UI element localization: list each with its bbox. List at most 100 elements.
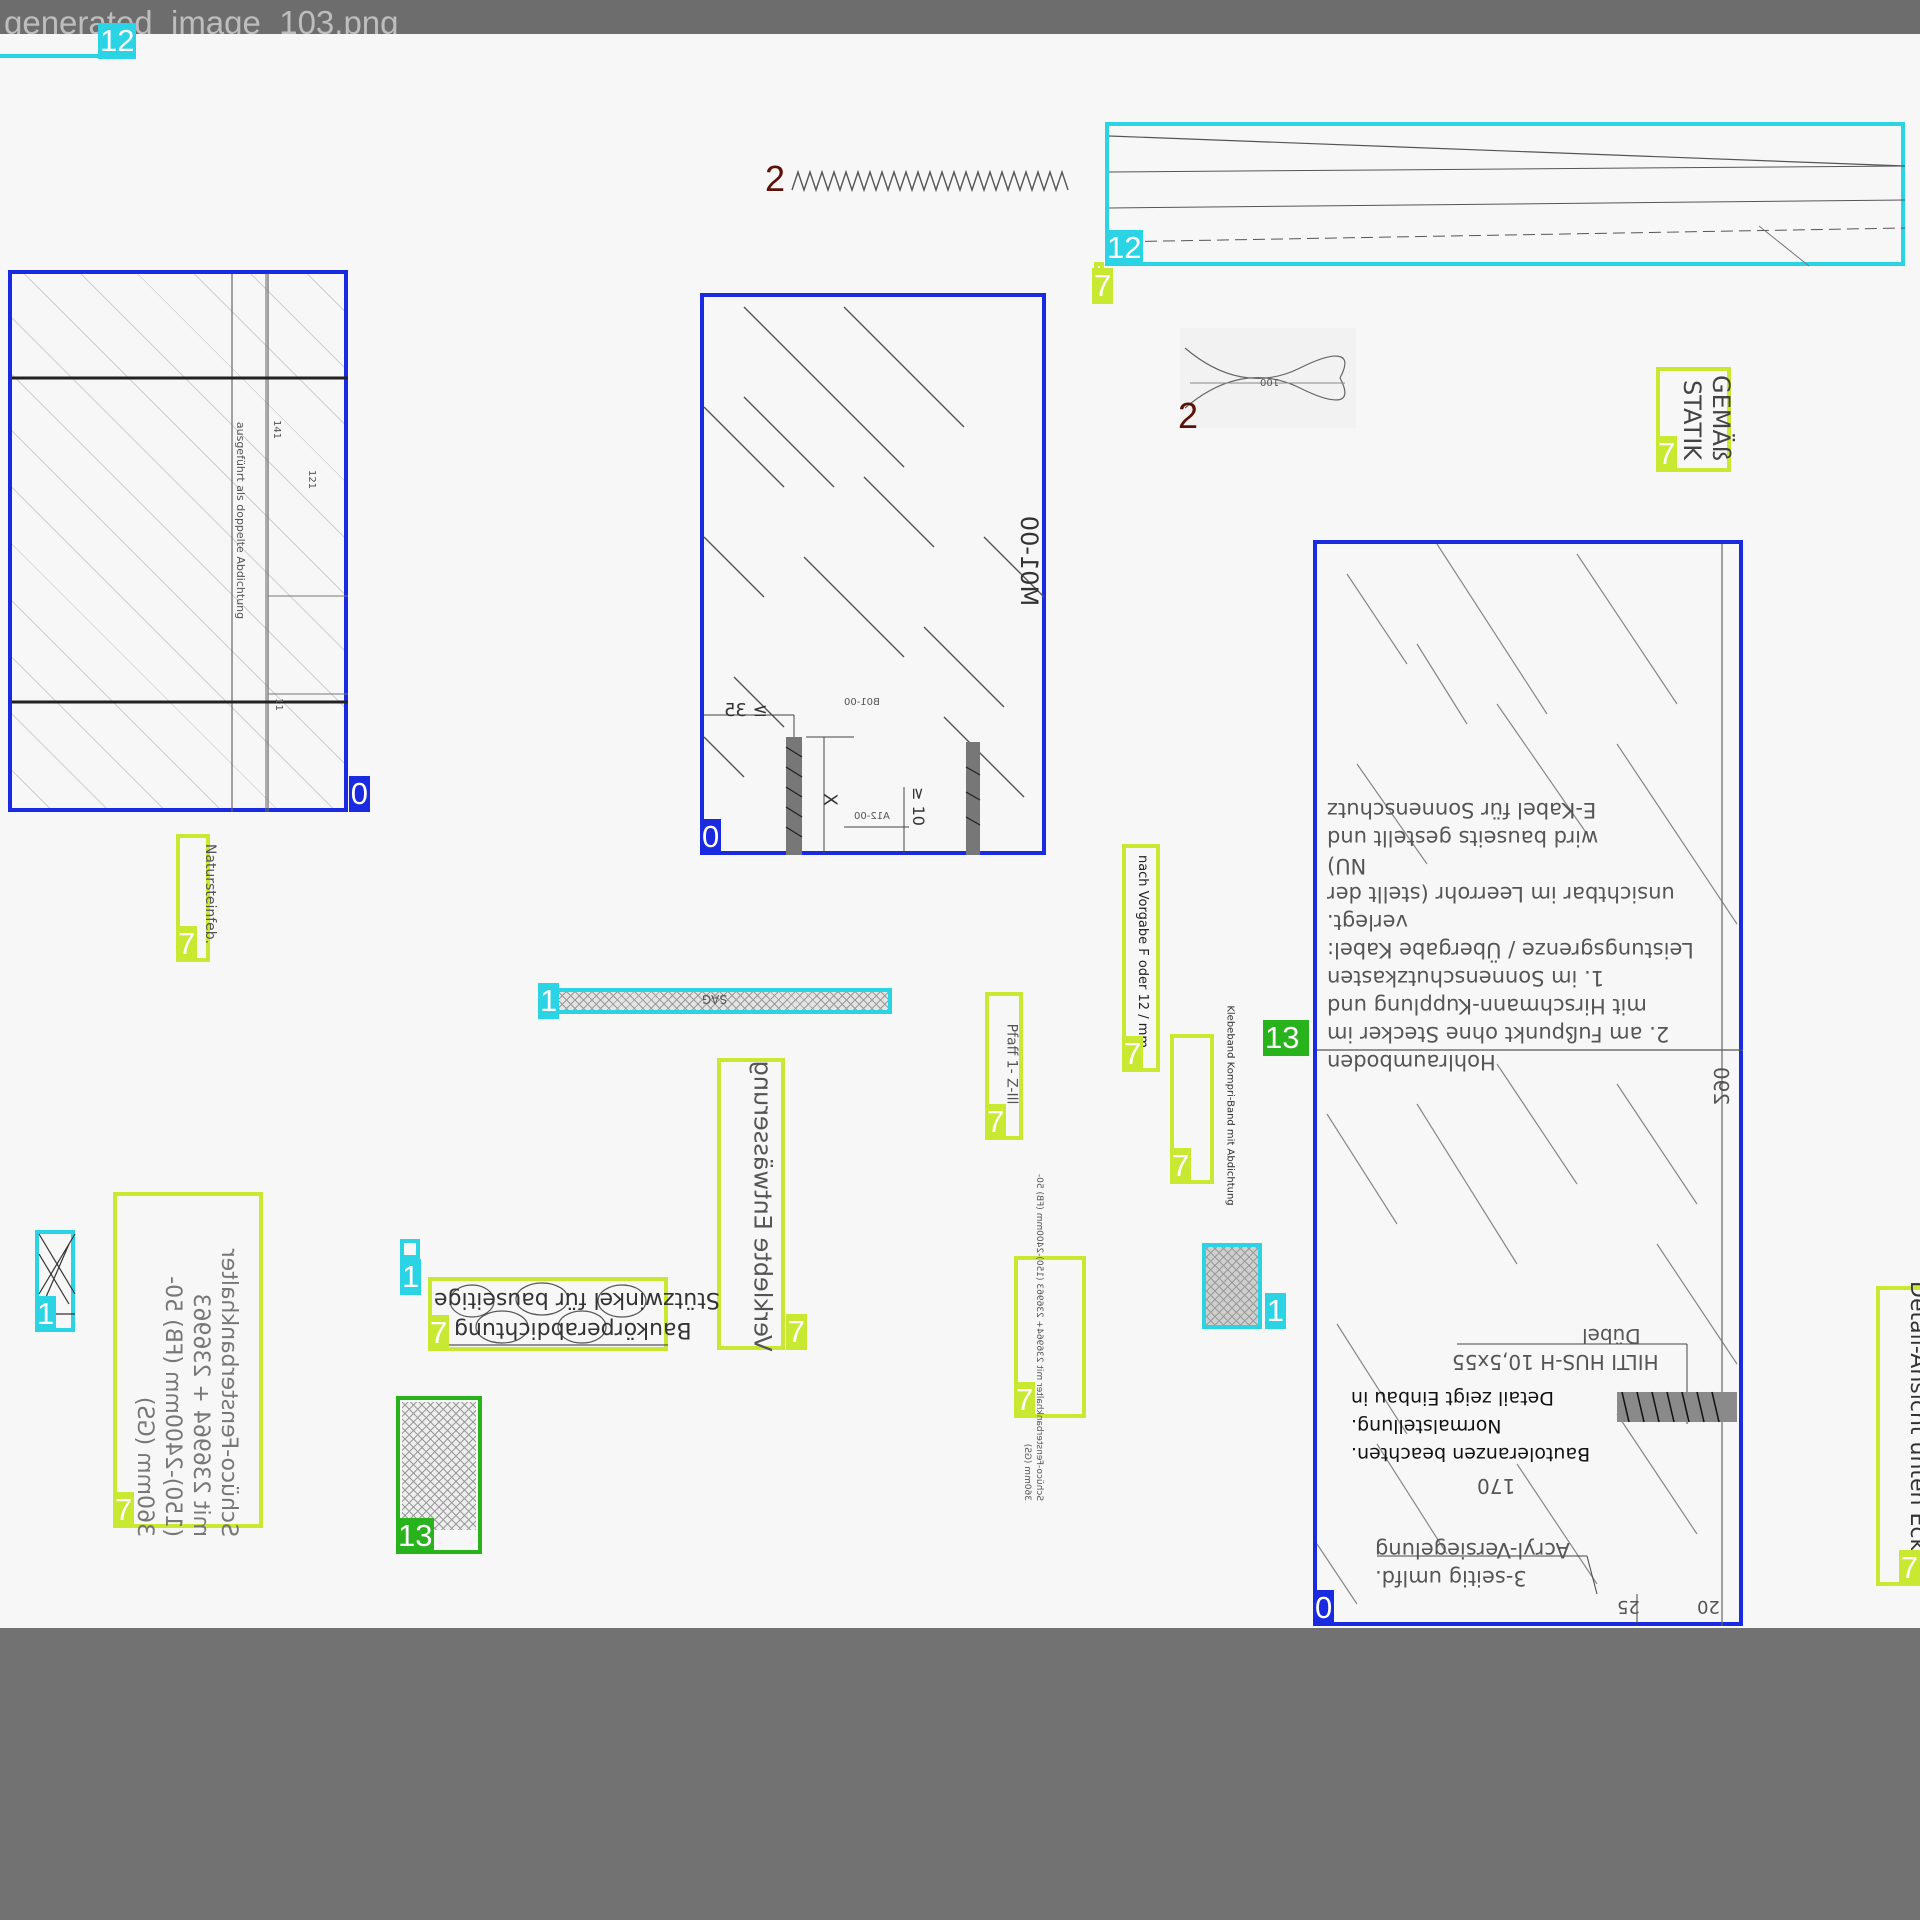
detection-label-13: 13 bbox=[396, 1518, 435, 1554]
stutz-clouds bbox=[432, 1282, 668, 1346]
panel-lines bbox=[12, 274, 348, 812]
dim-25: 25 bbox=[1617, 1596, 1640, 1617]
acryl-text-block: 3-seitig umlfd. Acryl-Versiegelung bbox=[1375, 1536, 1570, 1592]
detection-label-1: 1 bbox=[538, 983, 560, 1019]
right-text-6: 1. im Sonnenschutzkasten bbox=[1327, 966, 1605, 990]
panel-dim-141: 141 bbox=[271, 419, 283, 440]
detection-box-13-block[interactable]: 13 bbox=[396, 1396, 482, 1554]
dim-35-label: ≥ 35 bbox=[724, 700, 768, 721]
left-note-text: Natursteinfeb. bbox=[202, 843, 219, 945]
stutz-line-2: Baukörperabdichtung bbox=[454, 1317, 692, 1342]
a12-label: A12-00 bbox=[854, 811, 890, 822]
detection-box-0-right-panel[interactable]: Hohlraumboden 2. am Fußpunkt ohne Stecke… bbox=[1313, 540, 1743, 1626]
right-text-1: E-Kabel für Sonnenschutz bbox=[1327, 798, 1597, 822]
vertical-note-text: Verklebte Entwässerung bbox=[748, 1060, 777, 1352]
detection-label-7: 7 bbox=[785, 1314, 807, 1350]
detection-label-13: 13 bbox=[1263, 1020, 1302, 1056]
dim-20: 20 bbox=[1697, 1596, 1720, 1617]
spring-dim-100: 100 bbox=[1260, 376, 1280, 387]
small-paper-text: Schüco-Fensterbankhalter mit 236964+ 236… bbox=[1022, 1173, 1044, 1501]
dim-170: 170 bbox=[1477, 1474, 1516, 1498]
panel-note: ausgeführt als doppelte Abdichtung bbox=[234, 421, 248, 620]
detection-label-7: 7 bbox=[113, 1492, 135, 1528]
m01-label: M01-00 bbox=[1015, 515, 1044, 607]
detection-label-0: 0 bbox=[348, 776, 370, 812]
detection-box-7-statik[interactable]: STATIK GEMÄß 7 bbox=[1656, 367, 1735, 472]
detection-label-0: 0 bbox=[700, 819, 722, 855]
right-text-7: mit Hirschmann-Kupplung und bbox=[1327, 994, 1647, 1018]
strip-hatch bbox=[542, 992, 888, 1010]
panel-dim-11: 11 bbox=[272, 698, 284, 711]
detection-label-7: 7 bbox=[1170, 1148, 1192, 1184]
detection-label-7: 7 bbox=[1122, 1036, 1144, 1072]
detection-box-7-stutzwinkel[interactable]: Stützwinkel für bauseitige Baukörperabdi… bbox=[428, 1277, 720, 1351]
dim-290: 290 bbox=[1709, 1066, 1734, 1106]
acryl-line-1: Acryl-Versiegelung bbox=[1375, 1538, 1570, 1562]
spring-drawing bbox=[1180, 328, 1356, 428]
detection-label-1: 1 bbox=[400, 1259, 422, 1295]
detection-label-12: 12 bbox=[98, 23, 137, 59]
gemass-text: GEMÄß bbox=[1707, 374, 1736, 462]
rot-note-text: nach Vorgabe F oder 12 / mm bbox=[1135, 854, 1151, 1049]
right-text-9: Hohlraumboden bbox=[1327, 1050, 1496, 1074]
window-title-bar: generated_image_103.png bbox=[0, 0, 1920, 40]
right-text-5: Leistungsgrenze / Übergabe Kabel: bbox=[1327, 938, 1694, 962]
class-label-2: 2 bbox=[1178, 395, 1199, 436]
x-label: X bbox=[819, 793, 841, 806]
strip-label: SAG bbox=[702, 992, 728, 1006]
detection-label-7: 7 bbox=[176, 926, 198, 962]
detection-box-12-strip[interactable]: 12 bbox=[1105, 122, 1906, 267]
detection-box-7-small-paper[interactable]: Schüco-Fensterbankhalter mit 236964+ 236… bbox=[1014, 1174, 1086, 1501]
strip-lines bbox=[1108, 135, 1906, 267]
block-hatch bbox=[402, 1402, 476, 1530]
detection-box-7-rot-note[interactable]: nach Vorgabe F oder 12 / mm 7 bbox=[1122, 844, 1160, 1072]
dim-10-label: ≥ 10 bbox=[908, 787, 928, 826]
detection-box-1-square[interactable]: 1 bbox=[1202, 1243, 1286, 1329]
detection-box-7-pf-note[interactable]: Pfaff 1- Z-Ill 7 bbox=[985, 992, 1023, 1140]
detection-box-13-marker[interactable]: 13 bbox=[1263, 1020, 1309, 1056]
pf-note-text: Pfaff 1- Z-Ill bbox=[1003, 1023, 1020, 1105]
detection-label-7: 7 bbox=[1014, 1382, 1036, 1418]
center-panel-drawing bbox=[703, 306, 1045, 855]
detection-label-7: 7 bbox=[1092, 268, 1114, 304]
b01-label: B01-00 bbox=[844, 697, 880, 708]
detail-line-2: Normalstellung. bbox=[1351, 1415, 1502, 1437]
detection-label-1: 1 bbox=[35, 1296, 57, 1332]
detection-label-0: 0 bbox=[1313, 1590, 1335, 1626]
detail-line-1: Detail zeigt Einbau in bbox=[1351, 1387, 1554, 1409]
acryl-line-2: 3-seitig umlfd. bbox=[1375, 1566, 1527, 1590]
drawing-canvas: ausgeführt als doppelte Abdichtung 141 1… bbox=[0, 34, 1920, 1628]
detection-box-1-tiny-center[interactable]: 1 bbox=[400, 1239, 422, 1295]
right-edge-text: Detail-Ansicht unten Ecke bbox=[1904, 1281, 1920, 1564]
right-text-8: 2. am Fußpunkt ohne Stecker im bbox=[1327, 1022, 1670, 1046]
bond-note-text: Klebeband Kompri-Band mit Abdichtung bbox=[1224, 1005, 1236, 1206]
detection-box-7-right-edge[interactable]: Detail-Ansicht unten Ecke 7 bbox=[1876, 1281, 1920, 1586]
panel-dim-121: 121 bbox=[306, 469, 318, 490]
dubel-label: Dübel bbox=[1582, 1324, 1641, 1348]
square-hatch bbox=[1206, 1247, 1258, 1325]
detection-box-0-left-panel[interactable]: ausgeführt als doppelte Abdichtung 141 1… bbox=[8, 270, 370, 812]
detection-box-1-strip[interactable]: SAG 1 bbox=[538, 983, 892, 1019]
paper-note-text: Schüco-Fensterbankhalter mit 236964 + 23… bbox=[132, 1248, 241, 1537]
detection-box-7-left-note[interactable]: Natursteinfeb. 7 bbox=[176, 834, 218, 962]
class-label-2: 2 bbox=[765, 158, 786, 199]
detection-label-7: 7 bbox=[428, 1315, 450, 1351]
detection-label-7: 7 bbox=[985, 1104, 1007, 1140]
detection-label-1: 1 bbox=[1264, 1293, 1286, 1329]
detection-box-7-bond-note[interactable]: Klebeband Kompri-Band mit Abdichtung 7 bbox=[1170, 1005, 1236, 1206]
hilti-label: HILTI HUS-H 10,5x55 bbox=[1452, 1350, 1659, 1374]
zigzag-line bbox=[791, 169, 1069, 193]
detail-text-block: Bautoleranzen beachten. Normalstellung. … bbox=[1351, 1384, 1590, 1468]
right-text-4: verlegt. bbox=[1327, 910, 1408, 934]
detection-box-0-center-panel[interactable]: M01-00 ≥ 35 B01-00 X ≥ 10 A12-00 0 bbox=[700, 293, 1046, 855]
detection-box-7-paper-note[interactable]: Schüco-Fensterbankhalter mit 236964 + 23… bbox=[113, 1192, 263, 1537]
window-title: generated_image_103.png bbox=[4, 4, 399, 41]
detection-label-12: 12 bbox=[1105, 230, 1144, 266]
detection-label-7: 7 bbox=[1898, 1550, 1920, 1586]
right-panel-text-block: Hohlraumboden 2. am Fußpunkt ohne Stecke… bbox=[1327, 796, 1707, 1076]
detection-box-12-title[interactable]: 12 bbox=[0, 23, 137, 59]
detection-box-7-tiny[interactable]: 7 bbox=[1092, 262, 1114, 304]
statik-text: STATIK bbox=[1678, 379, 1707, 461]
detection-box-1-tiny-left[interactable]: 1 bbox=[35, 1230, 76, 1332]
detection-box-7-vertical-note[interactable]: Verklebte Entwässerung 7 bbox=[717, 1058, 807, 1352]
